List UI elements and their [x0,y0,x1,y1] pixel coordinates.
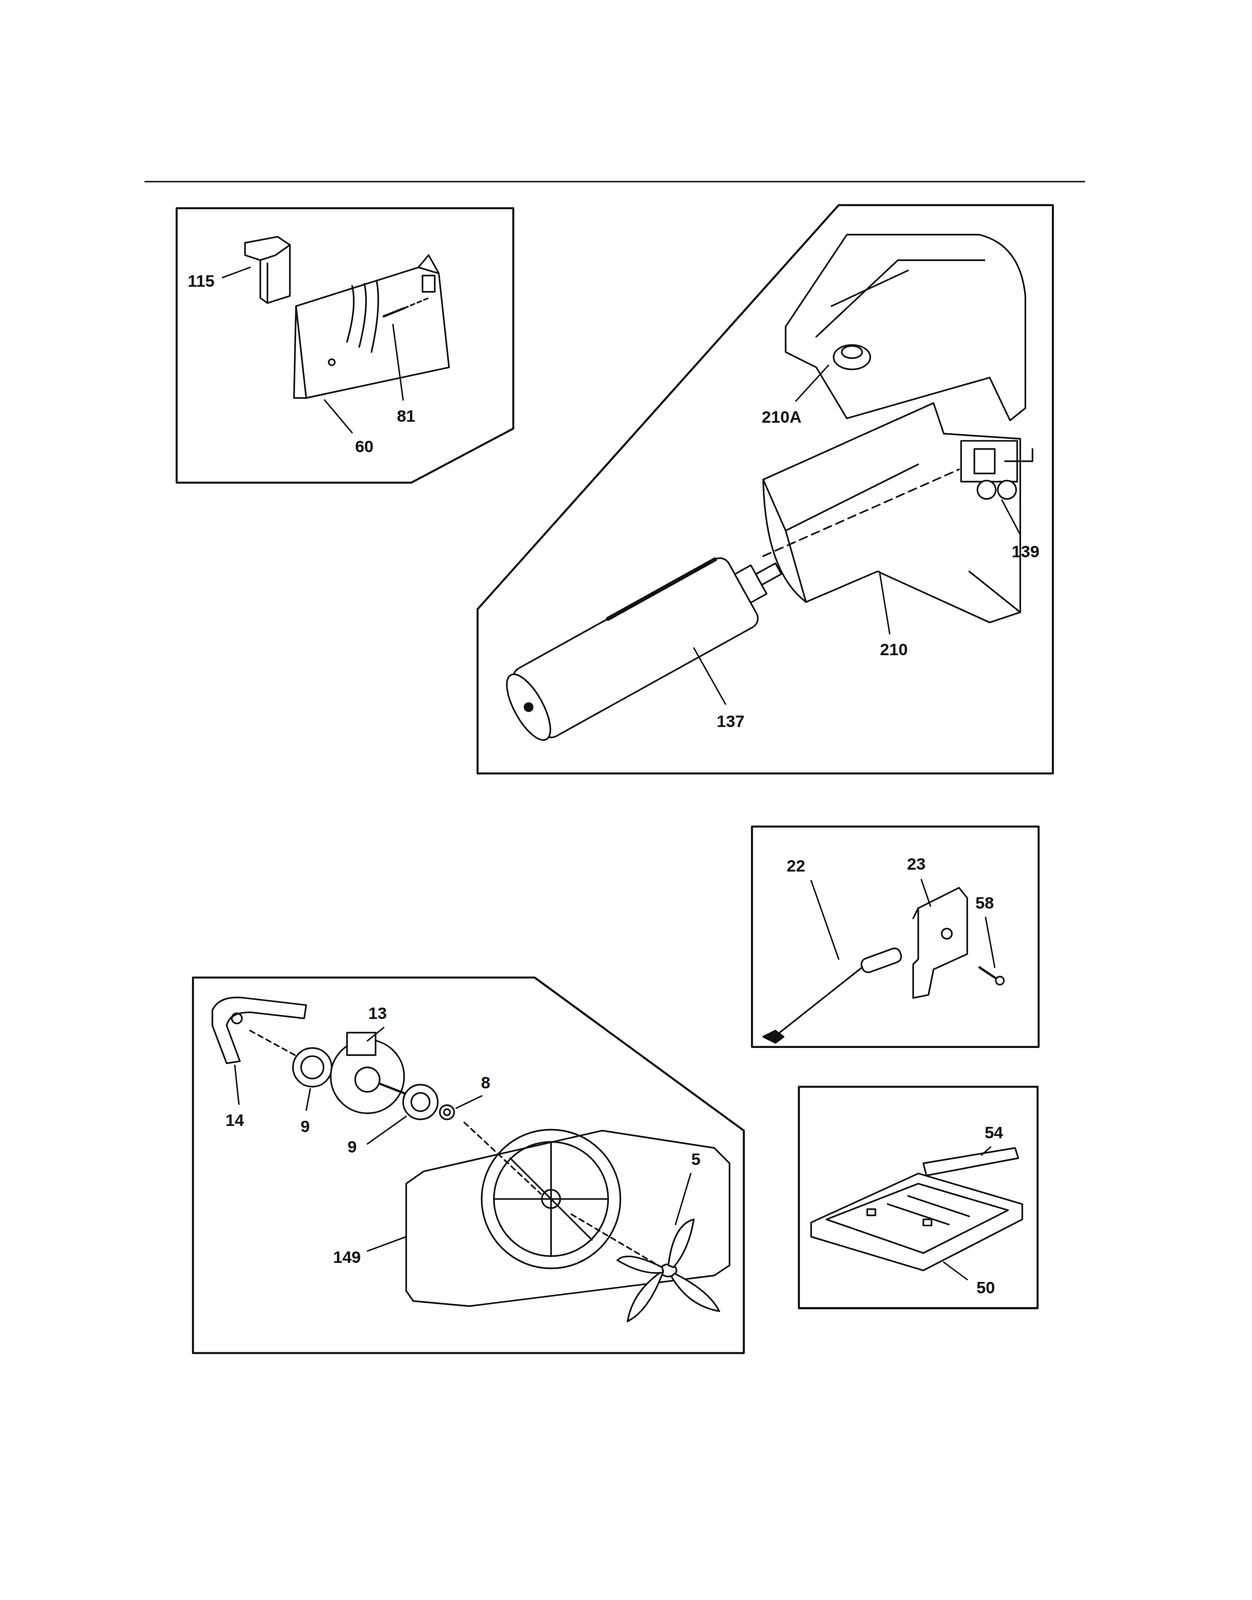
callout-number: 81 [396,406,416,424]
callout-number: 22 [786,857,806,874]
callout-number: 60 [355,437,374,455]
callout-number: 50 [976,1278,995,1295]
callout-number: 13 [368,1003,387,1021]
callout-number: 210 [879,640,908,658]
callout-number: 9 [300,1117,310,1134]
callout-number: 54 [984,1123,1003,1140]
callout-number: 14 [225,1110,244,1128]
callout-number: 139 [1011,542,1040,560]
callout-number: 149 [333,1247,361,1265]
callout-number: 23 [906,855,926,872]
callout-number: 9 [347,1137,357,1155]
callout-number: 8 [481,1073,491,1090]
callout-number: 137 [716,712,745,729]
callout-number: 115 [187,272,215,289]
callout-number: 210A [761,407,802,425]
callout-number: 5 [691,1149,701,1167]
callout-number: 58 [975,893,994,911]
